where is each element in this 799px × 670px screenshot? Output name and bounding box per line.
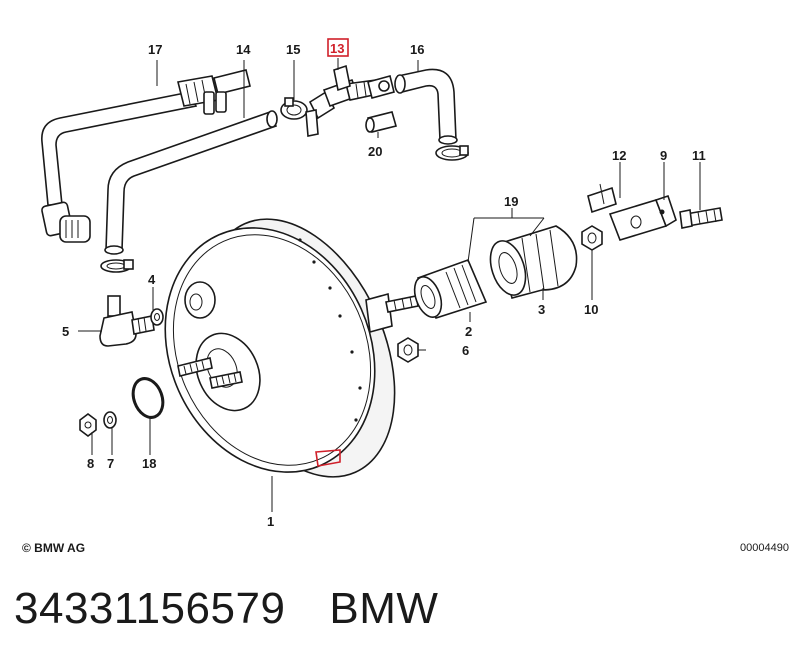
brand-name: BMW bbox=[329, 584, 439, 633]
callout-11: 11 bbox=[692, 148, 706, 163]
callout-13-highlight-box bbox=[327, 38, 349, 57]
vacuum-hose-16 bbox=[394, 68, 458, 145]
callout-7: 7 bbox=[107, 456, 114, 471]
callout-19: 19 bbox=[504, 194, 518, 209]
callout-20: 20 bbox=[368, 144, 382, 159]
callout-17: 17 bbox=[148, 42, 162, 57]
hose-clamp-16 bbox=[435, 145, 469, 161]
vacuum-fitting-5 bbox=[99, 295, 155, 347]
diagram-code: 00004490 bbox=[740, 542, 789, 554]
callout-16: 16 bbox=[410, 42, 424, 57]
parts-diagram: 17 14 15 13 16 20 12 9 11 19 4 5 2 3 10 … bbox=[41, 38, 723, 529]
callout-1: 1 bbox=[267, 514, 274, 529]
spring-clip-12 bbox=[587, 183, 617, 214]
nut-8 bbox=[79, 413, 97, 437]
part-number: 34331156579 bbox=[14, 584, 286, 633]
callout-2: 2 bbox=[465, 324, 472, 339]
callout-14: 14 bbox=[236, 42, 251, 57]
callout-6: 6 bbox=[462, 343, 469, 358]
callout-5: 5 bbox=[62, 324, 69, 339]
vacuum-hose-17 bbox=[41, 69, 251, 243]
hose-clamp bbox=[100, 259, 134, 273]
part-caption: 34331156579 BMW bbox=[14, 584, 438, 634]
nut-6 bbox=[397, 337, 419, 363]
callout-8: 8 bbox=[87, 456, 94, 471]
rubber-boot-3 bbox=[489, 225, 578, 299]
callout-4: 4 bbox=[148, 272, 156, 287]
clevis-9 bbox=[608, 194, 677, 241]
callout-18: 18 bbox=[142, 456, 156, 471]
valve-insert-20 bbox=[365, 111, 397, 133]
callout-13: 13 bbox=[330, 41, 344, 56]
gasket-ring-18 bbox=[131, 377, 165, 419]
hose-clamp-15 bbox=[280, 97, 308, 120]
leader-lines bbox=[78, 58, 701, 512]
brake-booster-1 bbox=[164, 218, 419, 478]
copyright-notice: © BMW AG bbox=[22, 541, 86, 555]
callout-10: 10 bbox=[584, 302, 598, 317]
nut-10 bbox=[581, 225, 603, 251]
washer-4 bbox=[150, 308, 164, 326]
callout-3: 3 bbox=[538, 302, 545, 317]
vacuum-hose-14 bbox=[104, 110, 278, 255]
check-valve-13 bbox=[305, 64, 395, 137]
clevis-pin-11 bbox=[679, 207, 723, 229]
washer-7 bbox=[103, 411, 117, 429]
callout-12: 12 bbox=[612, 148, 626, 163]
filter-sleeve-2 bbox=[413, 258, 488, 319]
callout-9: 9 bbox=[660, 148, 667, 163]
callout-15: 15 bbox=[286, 42, 300, 57]
